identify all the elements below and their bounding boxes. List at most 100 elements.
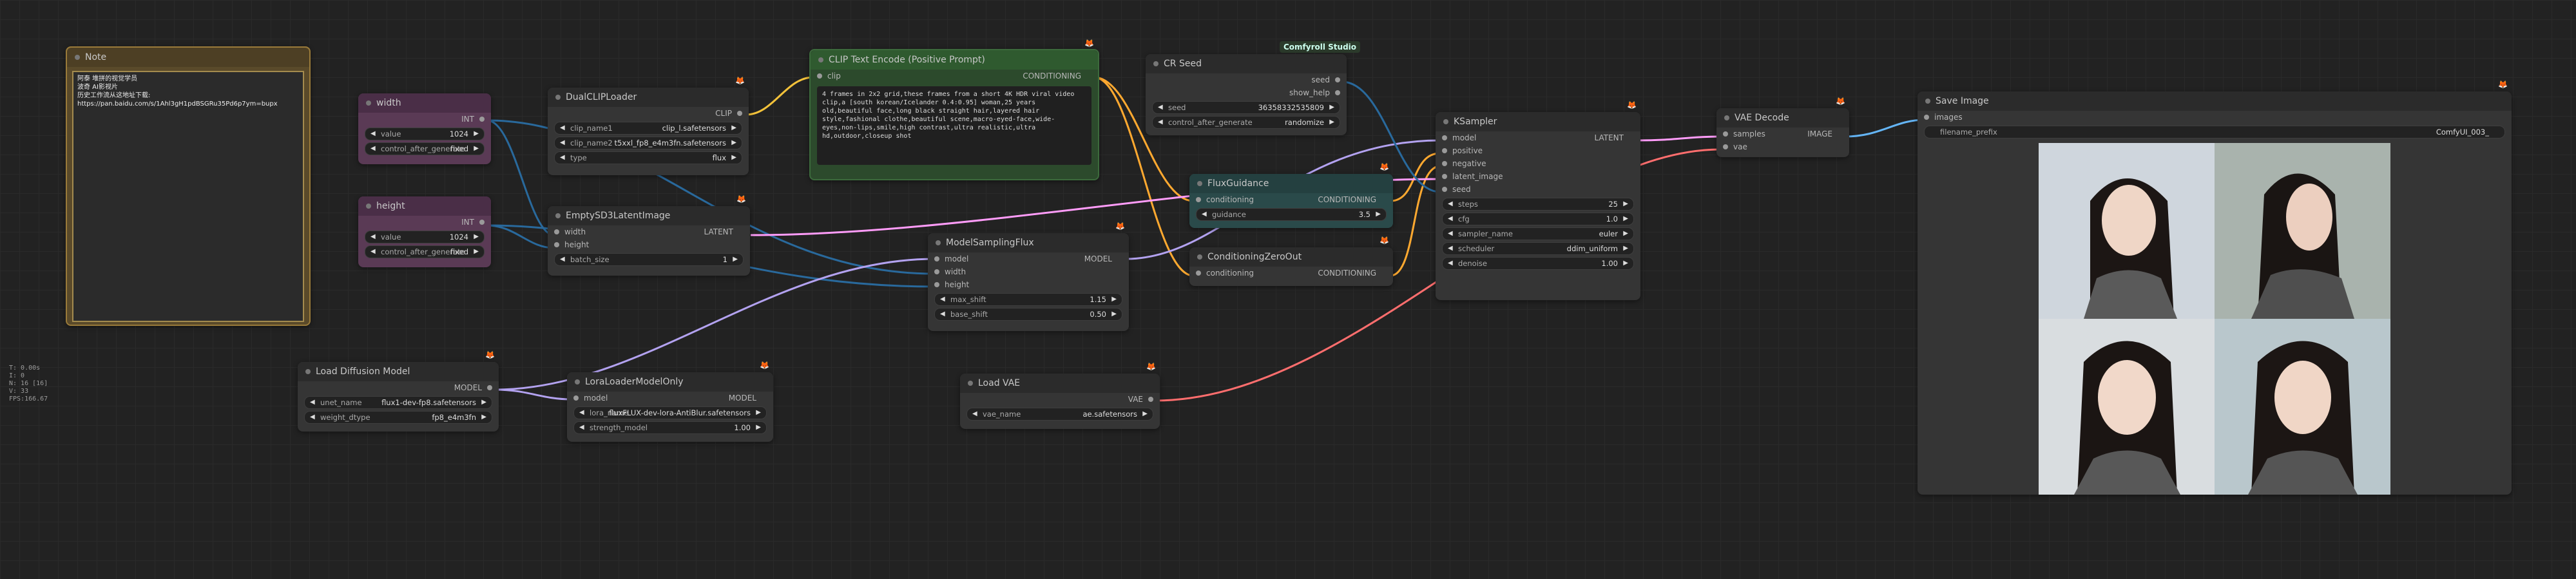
perf-line: T: 0.00s [9, 365, 41, 372]
width-out-int[interactable]: INT [358, 113, 491, 126]
badge-icon: 🦊 [1146, 362, 1156, 371]
socket-label: CONDITIONING [1318, 195, 1376, 204]
socket-label: model [1452, 133, 1477, 142]
badge-icon: 🦊 [1379, 236, 1389, 245]
dualclip-out-clip[interactable]: CLIP [548, 107, 749, 120]
badge-icon: 🦊 [1627, 100, 1637, 109]
cr-seed-out-seed[interactable]: seed [1146, 73, 1347, 86]
widget-value: euler [1599, 229, 1618, 238]
ksampler-in-negative[interactable]: negative [1436, 157, 1640, 170]
vae-decode-title: VAE Decode [1716, 108, 1849, 128]
portrait-grid-image [2039, 143, 2390, 495]
perf-info: T: 0.00s I: 0 N: 16 [16] V: 33 FPS:166.6… [9, 365, 48, 403]
widget-value: 1.0 [1606, 214, 1618, 223]
widget-value: ddim_uniform [1566, 244, 1618, 253]
model-sampling-in-height[interactable]: height [928, 278, 1129, 291]
socket-label: IMAGE [1807, 129, 1832, 138]
socket-label: MODEL [1084, 254, 1112, 263]
ksampler-in-seed[interactable]: seed [1436, 183, 1640, 196]
widget-label: denoise [1458, 259, 1487, 268]
widget-label: value [381, 129, 401, 138]
widget-label: guidance [1212, 210, 1246, 219]
widget-label: lora_name [590, 408, 629, 417]
widget-label: max_shift [950, 295, 986, 304]
ksampler-in-latent[interactable]: latent_image [1436, 170, 1640, 183]
load-vae-out-vae[interactable]: VAE [960, 393, 1160, 406]
vae-decode-in-vae[interactable]: vae [1716, 140, 1849, 153]
empty-latent-in-height[interactable]: height [548, 238, 750, 251]
output-image-grid[interactable] [2039, 143, 2390, 495]
ksampler-in-positive[interactable]: positive [1436, 144, 1640, 157]
load-vae-title: Load VAE [960, 374, 1160, 393]
note-title: Note [67, 48, 309, 67]
model-sampling-in-width[interactable]: width [928, 265, 1129, 278]
height-out-int[interactable]: INT [358, 216, 491, 229]
clip-text-encode-node[interactable]: 🦊 CLIP Text Encode (Positive Prompt) cli… [809, 39, 1099, 180]
widget-label: unet_name [320, 398, 362, 407]
cr-seed-title: CR Seed [1146, 54, 1347, 73]
widget-value: ComfyUI_003_ [2436, 128, 2489, 137]
cr-seed-out-show-help[interactable]: show_help [1146, 86, 1347, 99]
socket-label: conditioning [1206, 269, 1254, 278]
note-line: 历史工作流从这地址下载: [77, 92, 151, 99]
load-diffusion-out-model[interactable]: MODEL [298, 381, 499, 394]
widget-value: fp8_e4m3fn [432, 413, 476, 422]
perf-line: N: 16 [16] [9, 380, 48, 387]
note-node[interactable]: Note 阿泰 堆拼的视觉学员 波奇 AI影视片 历史工作流从这地址下载: ht… [66, 46, 311, 326]
height-title: height [358, 196, 491, 216]
empty-latent-title: EmptySD3LatentImage [548, 206, 750, 225]
widget-value: fixed [450, 144, 468, 153]
widget-value: t5xxl_fp8_e4m3fn.safetensors [614, 138, 726, 147]
save-image-in-images[interactable]: images [1918, 111, 2512, 124]
prompt-textarea[interactable]: 4 frames in 2x2 grid,these frames from a… [817, 86, 1091, 165]
note-textarea[interactable]: 阿泰 堆拼的视觉学员 波奇 AI影视片 历史工作流从这地址下载: https:/… [72, 71, 304, 322]
widget-label: sampler_name [1458, 229, 1513, 238]
